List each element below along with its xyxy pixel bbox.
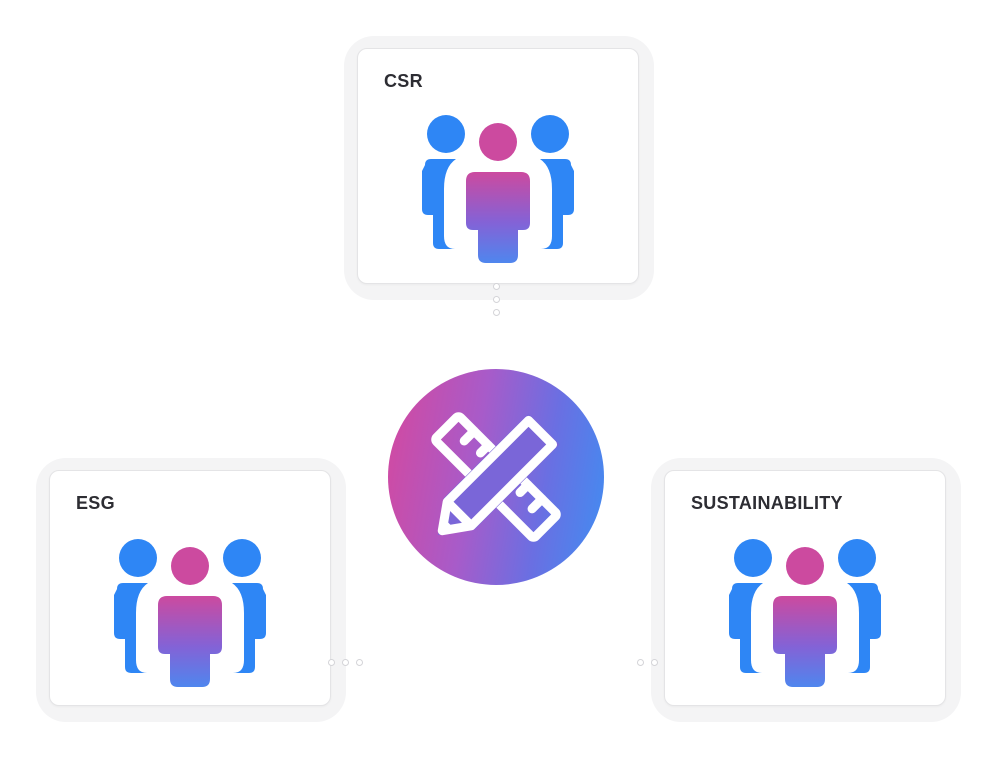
sustainability-card[interactable]: SUSTAINABILITY [664, 470, 946, 706]
connector-dot [651, 659, 658, 666]
connector-dot [637, 659, 644, 666]
esg-card-title: ESG [76, 493, 115, 513]
ruler-pencil-icon [431, 412, 561, 542]
csr-card[interactable]: CSR [357, 48, 639, 284]
sustainability-card-title: SUSTAINABILITY [691, 493, 843, 513]
connector-dot [493, 283, 500, 290]
team-people-icon [105, 539, 275, 689]
connector-dot [356, 659, 363, 666]
connector-dot [342, 659, 349, 666]
connector-dot [493, 296, 500, 303]
connector-dot [328, 659, 335, 666]
esg-card[interactable]: ESG [49, 470, 331, 706]
team-people-icon [720, 539, 890, 689]
csr-card-title: CSR [384, 71, 423, 91]
hub-circle [388, 369, 604, 585]
connector-dot [493, 309, 500, 316]
team-people-icon [413, 115, 583, 265]
